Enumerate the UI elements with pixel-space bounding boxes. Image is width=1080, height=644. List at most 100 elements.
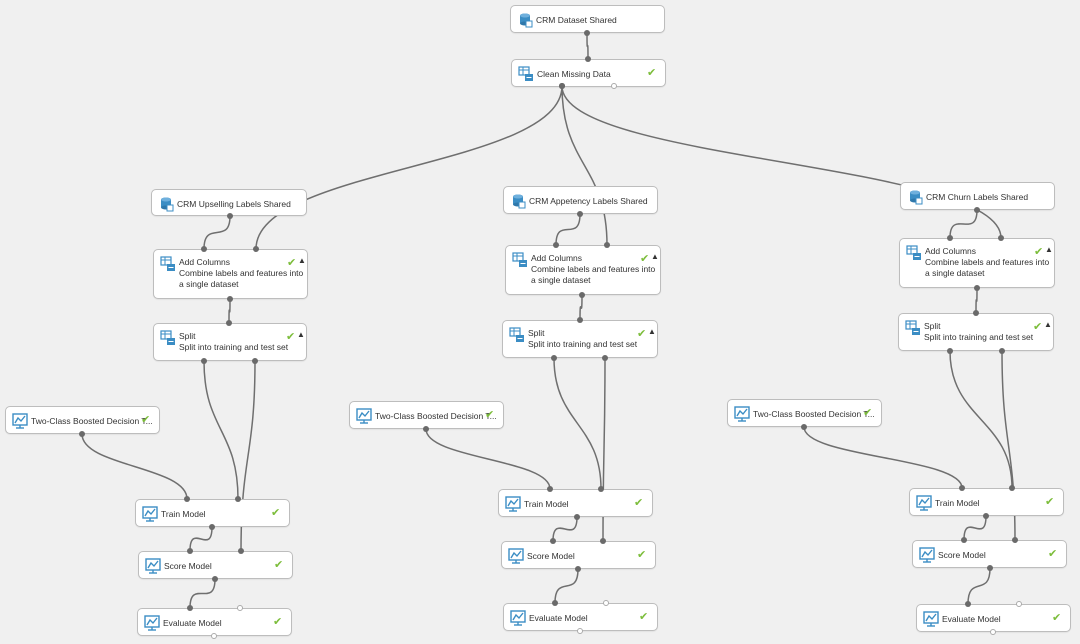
input-port[interactable] xyxy=(550,538,556,544)
input-port[interactable] xyxy=(187,605,193,611)
input-port[interactable] xyxy=(253,246,259,252)
input-port[interactable] xyxy=(226,320,232,326)
output-port[interactable] xyxy=(79,431,85,437)
collapse-caret-icon[interactable]: ▲ xyxy=(297,330,305,339)
output-port[interactable] xyxy=(227,296,233,302)
input-port[interactable] xyxy=(947,235,953,241)
input-port[interactable] xyxy=(552,600,558,606)
input-port[interactable] xyxy=(547,486,553,492)
evaluate-3-module[interactable]: Evaluate Model✔ xyxy=(916,604,1071,632)
upsell-labels-module[interactable]: CRM Upselling Labels Shared xyxy=(151,189,307,216)
output-port[interactable] xyxy=(801,424,807,430)
output-port[interactable] xyxy=(990,629,996,635)
evaluate-1-module[interactable]: Evaluate Model✔ xyxy=(137,608,292,636)
collapse-caret-icon[interactable]: ▲ xyxy=(648,327,656,336)
input-port[interactable] xyxy=(237,605,243,611)
collapse-caret-icon[interactable]: ▲ xyxy=(1044,320,1052,329)
input-port[interactable] xyxy=(553,242,559,248)
input-port[interactable] xyxy=(238,548,244,554)
output-port[interactable] xyxy=(201,358,207,364)
input-port[interactable] xyxy=(965,601,971,607)
model-icon xyxy=(919,547,935,563)
train-1-module[interactable]: Train Model✔ xyxy=(135,499,290,527)
train-2-module[interactable]: Train Model✔ xyxy=(498,489,653,517)
module-title: Train Model xyxy=(524,499,569,509)
input-port[interactable] xyxy=(961,537,967,543)
output-port[interactable] xyxy=(974,207,980,213)
module-icon xyxy=(509,327,525,343)
output-port[interactable] xyxy=(227,213,233,219)
clean-missing-module[interactable]: Clean Missing Data✔ xyxy=(511,59,666,87)
output-port[interactable] xyxy=(947,348,953,354)
input-port[interactable] xyxy=(598,486,604,492)
module-title: Clean Missing Data xyxy=(537,69,611,79)
appetency-labels-module[interactable]: CRM Appetency Labels Shared xyxy=(503,186,658,214)
input-port[interactable] xyxy=(1016,601,1022,607)
output-port[interactable] xyxy=(602,355,608,361)
module-title: Two-Class Boosted Decision T... xyxy=(753,409,875,419)
module-title: Add Columns xyxy=(179,257,231,267)
train-3-module[interactable]: Train Model ✔ xyxy=(909,488,1064,516)
output-port[interactable] xyxy=(577,211,583,217)
input-port[interactable] xyxy=(600,538,606,544)
collapse-caret-icon[interactable]: ▲ xyxy=(1045,245,1053,254)
input-port[interactable] xyxy=(973,310,979,316)
output-port[interactable] xyxy=(999,348,1005,354)
output-port[interactable] xyxy=(212,576,218,582)
model-icon xyxy=(505,496,521,512)
status-check-icon: ✔ xyxy=(1033,321,1043,333)
wire-score-to-eval-2 xyxy=(554,568,579,604)
input-port[interactable] xyxy=(959,485,965,491)
output-port[interactable] xyxy=(551,355,557,361)
module-title: Train Model xyxy=(935,498,980,508)
score-2-module[interactable]: Score Model✔ xyxy=(501,541,656,569)
input-port[interactable] xyxy=(235,496,241,502)
input-port[interactable] xyxy=(201,246,207,252)
module-title: Train Model xyxy=(161,509,206,519)
input-port[interactable] xyxy=(187,548,193,554)
boosted-1-module[interactable]: Two-Class Boosted Decision T...✔ xyxy=(5,406,160,434)
output-port[interactable] xyxy=(209,524,215,530)
boosted-2-module[interactable]: Two-Class Boosted Decision T...✔ xyxy=(349,401,504,429)
output-port[interactable] xyxy=(983,513,989,519)
output-port[interactable] xyxy=(252,358,258,364)
output-port[interactable] xyxy=(211,633,217,639)
input-port[interactable] xyxy=(184,496,190,502)
input-port[interactable] xyxy=(1012,537,1018,543)
score-3-module[interactable]: Score Model✔ xyxy=(912,540,1067,568)
input-port[interactable] xyxy=(604,242,610,248)
output-port[interactable] xyxy=(577,628,583,634)
output-port[interactable] xyxy=(579,292,585,298)
module-title: Score Model xyxy=(527,551,575,561)
status-check-icon: ✔ xyxy=(863,407,873,419)
output-port[interactable] xyxy=(575,566,581,572)
output-port[interactable] xyxy=(584,30,590,36)
output-port[interactable] xyxy=(559,83,565,89)
model-icon xyxy=(923,611,939,627)
output-port[interactable] xyxy=(574,514,580,520)
collapse-caret-icon[interactable]: ▲ xyxy=(651,252,659,261)
input-port[interactable] xyxy=(998,235,1004,241)
input-port[interactable] xyxy=(603,600,609,606)
input-port[interactable] xyxy=(1009,485,1015,491)
boosted-3-module[interactable]: Two-Class Boosted Decision T...✔ xyxy=(727,399,882,427)
score-1-module[interactable]: Score Model✔ xyxy=(138,551,293,579)
output-port[interactable] xyxy=(974,285,980,291)
input-port[interactable] xyxy=(585,56,591,62)
status-check-icon: ✔ xyxy=(1045,496,1055,508)
evaluate-2-module[interactable]: Evaluate Model✔ xyxy=(503,603,658,631)
output-port[interactable] xyxy=(987,565,993,571)
churn-labels-module[interactable]: CRM Churn Labels Shared xyxy=(900,182,1055,210)
input-port[interactable] xyxy=(577,317,583,323)
output-port[interactable] xyxy=(611,83,617,89)
collapse-caret-icon[interactable]: ▲ xyxy=(298,256,306,265)
output-port[interactable] xyxy=(423,426,429,432)
crm-dataset-module[interactable]: CRM Dataset Shared xyxy=(510,5,665,33)
